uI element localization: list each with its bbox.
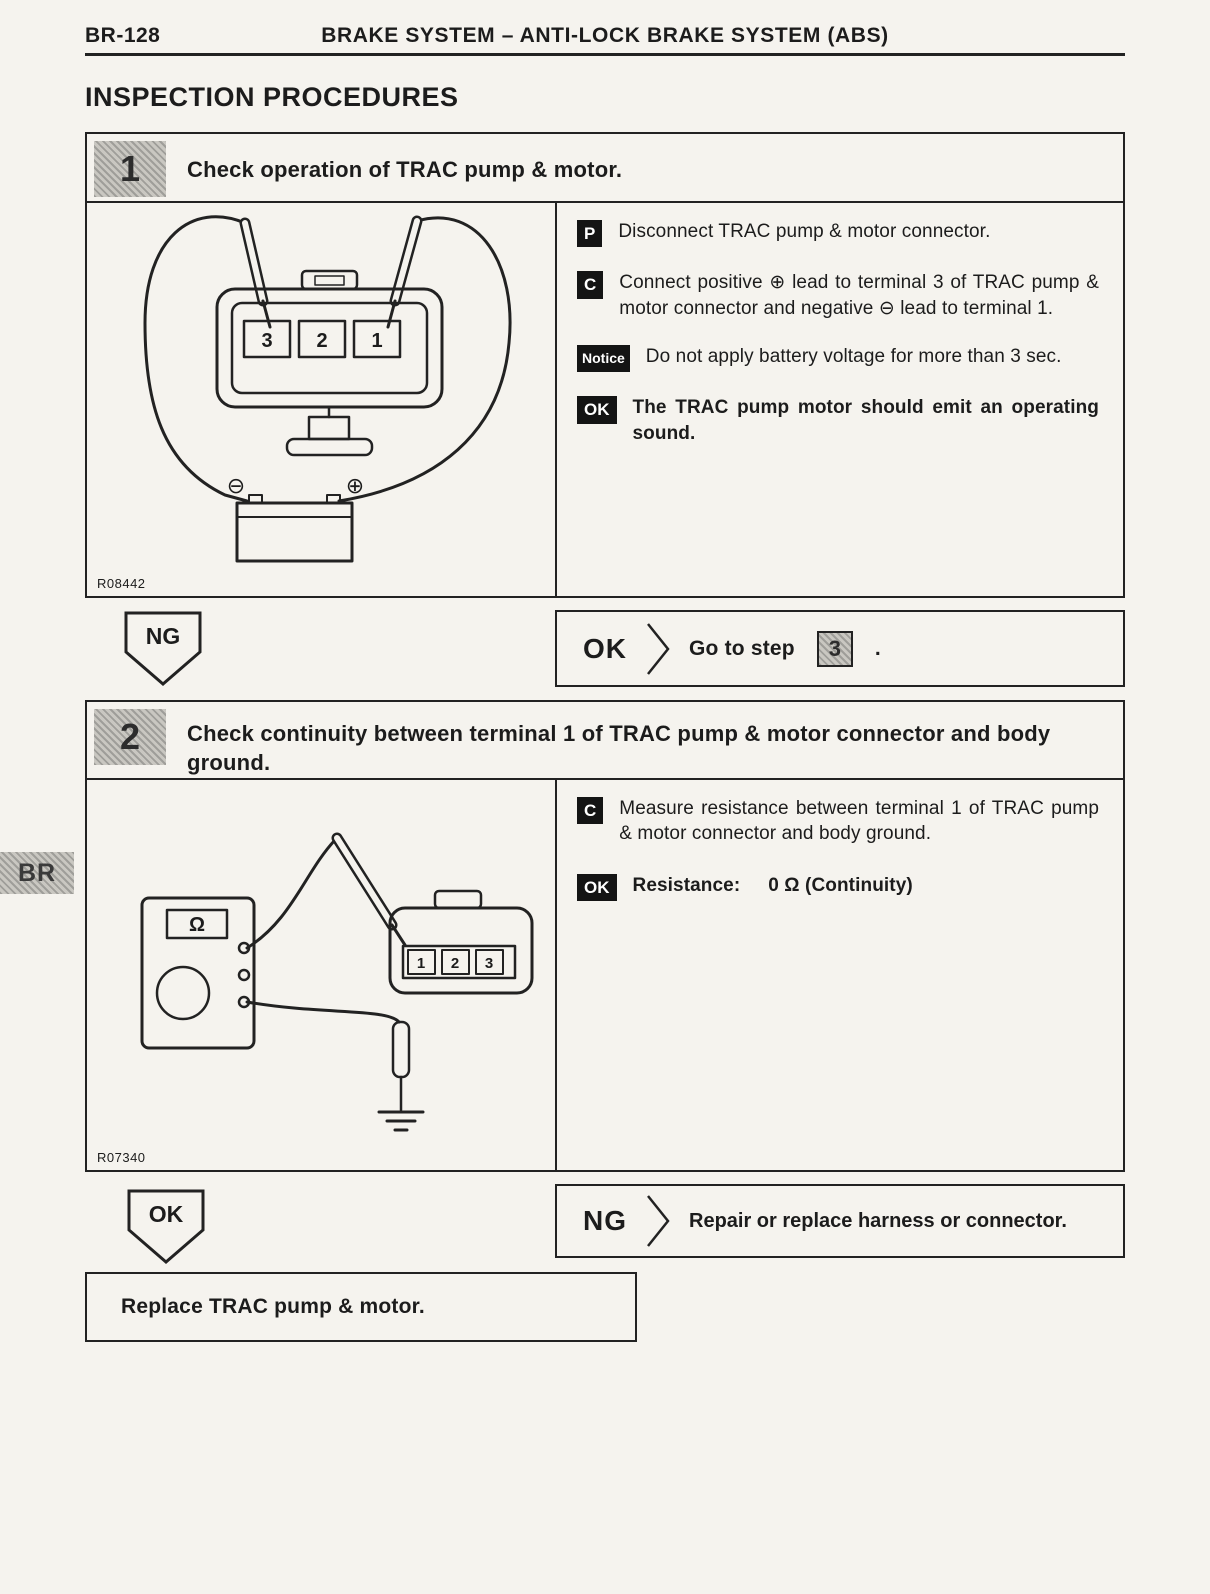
- check-tag: C: [577, 271, 604, 299]
- ok-tag: OK: [577, 396, 617, 424]
- ohmmeter-continuity-diagram: Ω 1 2 3: [140, 832, 534, 1132]
- instruction-row: OK The TRAC pump motor should emit an op…: [577, 395, 1099, 446]
- terminal-1-label: 1: [417, 955, 425, 972]
- step1-divider: [87, 201, 1123, 203]
- check-tag: C: [577, 797, 604, 825]
- step2-number-badge: 2: [94, 709, 166, 765]
- step-ref-badge: 3: [816, 630, 853, 667]
- go-to-step-suffix: .: [874, 636, 881, 660]
- instruction-row: C Connect positive ⊕ lead to terminal 3 …: [577, 270, 1099, 321]
- step1-box: 1 Check operation of TRAC pump & motor.: [85, 132, 1125, 598]
- terminal-3-label: 3: [261, 330, 272, 352]
- section-side-tab: BR: [0, 852, 74, 894]
- terminal-2-label: 2: [316, 330, 327, 352]
- figure-code: R07340: [97, 1150, 146, 1165]
- ok-down-arrow: OK: [127, 1189, 205, 1264]
- step1-ok-result: OK Go to step 3 .: [555, 610, 1125, 687]
- terminal-1-label: 1: [371, 330, 382, 352]
- instruction-row: Notice Do not apply battery voltage for …: [577, 344, 1099, 373]
- instruction-row: P Disconnect TRAC pump & motor connector…: [577, 219, 1099, 248]
- ng-label: NG: [583, 1205, 627, 1236]
- ng-action-text: Repair or replace harness or connector.: [689, 1209, 1067, 1232]
- instruction-text: Disconnect TRAC pump & motor connector.: [618, 221, 991, 242]
- go-to-step-text: Go to step: [689, 636, 795, 660]
- notice-tag: Notice: [577, 344, 630, 373]
- ng-down-arrow: NG: [124, 611, 202, 686]
- header-rule: [85, 53, 1125, 56]
- resistance-value: 0 Ω (Continuity): [768, 874, 913, 896]
- section-title: INSPECTION PROCEDURES: [85, 82, 459, 112]
- chapter-title: BRAKE SYSTEM – ANTI-LOCK BRAKE SYSTEM (A…: [321, 24, 889, 47]
- step1-number-badge: 1: [94, 141, 166, 197]
- final-action-box: Replace TRAC pump & motor.: [85, 1272, 637, 1342]
- ok-label: OK: [583, 632, 627, 664]
- instruction-text: Measure resistance between terminal 1 of…: [619, 798, 1099, 845]
- chevron-right-icon: [647, 622, 670, 675]
- figure-code: R08442: [97, 576, 146, 591]
- step1-figure-panel: 3 2 1 ⊖ ⊕ R08442: [87, 203, 557, 596]
- step2-box: 2 Check continuity between terminal 1 of…: [85, 700, 1125, 1172]
- instruction-text: The TRAC pump motor should emit an opera…: [632, 397, 1099, 444]
- side-tab-label: BR: [17, 858, 57, 887]
- ok-tag: OK: [577, 873, 617, 901]
- step1-title: Check operation of TRAC pump & motor.: [187, 157, 623, 182]
- final-action-text: Replace TRAC pump & motor.: [121, 1295, 425, 1318]
- trac-pump-connector-battery-diagram: 3 2 1 ⊖ ⊕: [143, 215, 512, 563]
- instruction-row: C Measure resistance between terminal 1 …: [577, 796, 1099, 847]
- battery-negative-icon: ⊖: [227, 473, 245, 498]
- terminal-2-label: 2: [451, 955, 459, 972]
- instruction-row: OK Resistance: 0 Ω (Continuity): [577, 873, 1099, 901]
- step1-instructions-panel: P Disconnect TRAC pump & motor connector…: [557, 203, 1123, 596]
- instruction-text: Connect positive ⊕ lead to terminal 3 of…: [619, 272, 1099, 319]
- prepare-tag: P: [577, 220, 603, 248]
- step2-divider: [87, 778, 1123, 780]
- ohm-symbol: Ω: [189, 914, 205, 936]
- resistance-label: Resistance:: [632, 874, 741, 896]
- battery-positive-icon: ⊕: [346, 473, 364, 498]
- instruction-text: Do not apply battery voltage for more th…: [645, 345, 1062, 367]
- page-number: BR-128: [85, 24, 161, 47]
- step2-title: Check continuity between terminal 1 of T…: [187, 721, 1051, 775]
- chevron-right-icon: [647, 1195, 670, 1247]
- ng-label: NG: [146, 623, 181, 649]
- terminal-3-label: 3: [485, 955, 493, 972]
- step2-ng-result: NG Repair or replace harness or connecto…: [555, 1184, 1125, 1258]
- step2-instructions-panel: C Measure resistance between terminal 1 …: [557, 780, 1123, 1170]
- step2-figure-panel: Ω 1 2 3 R07340: [87, 780, 557, 1170]
- ok-label: OK: [149, 1201, 184, 1227]
- instruction-text: Resistance: 0 Ω (Continuity): [633, 873, 1100, 898]
